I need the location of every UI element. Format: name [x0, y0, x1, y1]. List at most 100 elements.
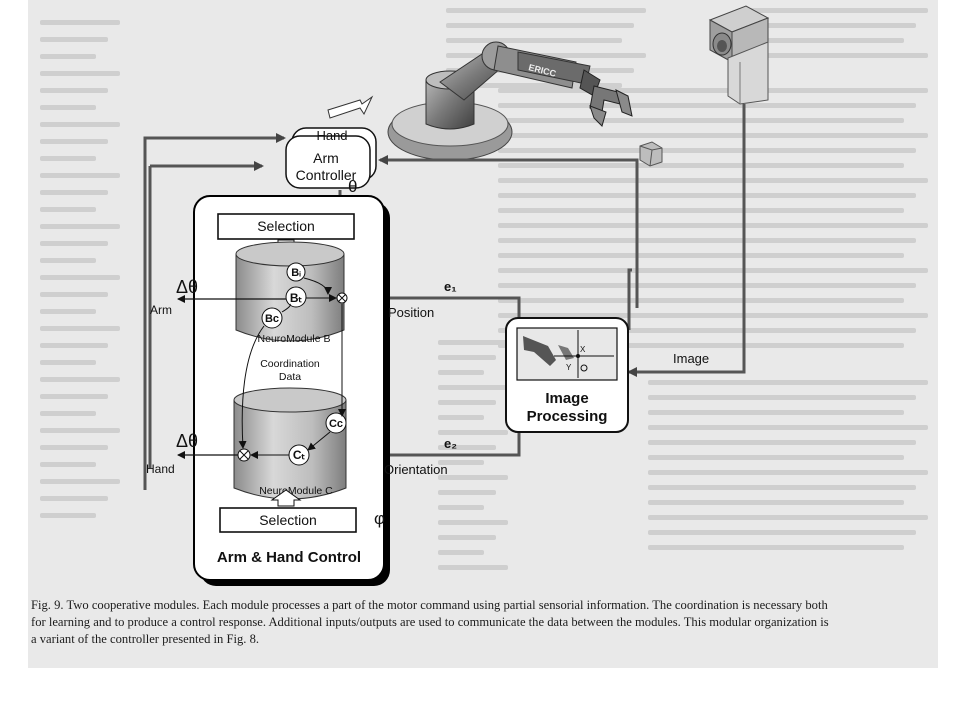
e2-label: e₂	[444, 436, 457, 451]
show-through-line	[498, 163, 904, 168]
neuromodule-b-label: NeuroModule B	[258, 333, 331, 345]
show-through-line	[648, 380, 928, 385]
show-through-line	[40, 71, 120, 76]
show-through-line	[438, 490, 496, 495]
selection-bottom-box: Selection	[219, 489, 357, 533]
show-through-line	[648, 485, 916, 490]
summing-junction-c	[237, 448, 251, 462]
show-through-line	[438, 460, 484, 465]
arm-controller-label-line1: Arm	[313, 150, 339, 166]
show-through-line	[40, 224, 120, 229]
show-through-line	[648, 470, 928, 475]
background-text-texture	[28, 0, 938, 668]
arm-controller-box: Hand Arm Controller	[285, 127, 377, 189]
show-through-line	[648, 530, 916, 535]
show-through-line	[40, 513, 96, 518]
inner-feedback-line	[148, 166, 262, 468]
delta-theta-arm: Δθ	[176, 277, 198, 297]
show-through-line	[498, 133, 928, 138]
summing-junction-b	[336, 292, 348, 304]
camera-image-line	[627, 104, 746, 377]
svg-text:Bc: Bc	[265, 313, 279, 325]
show-through-line	[748, 8, 928, 13]
show-through-line	[446, 83, 622, 88]
svg-text:Cₜ: Cₜ	[293, 448, 306, 462]
show-through-line	[648, 425, 928, 430]
node-b-i: Bᵢ	[286, 262, 306, 282]
show-through-line	[438, 400, 496, 405]
image-to-controller-top-line	[378, 155, 639, 308]
show-through-line	[438, 550, 484, 555]
show-through-line	[498, 283, 916, 288]
show-through-line	[40, 258, 96, 263]
show-through-line	[40, 173, 120, 178]
robot-arm-illustration: ERICC	[387, 41, 663, 167]
coordination-data-line2: Data	[279, 371, 301, 383]
show-through-line	[648, 395, 916, 400]
output-lines	[177, 295, 286, 459]
show-through-line	[40, 326, 120, 331]
show-through-line	[40, 462, 96, 467]
show-through-line	[40, 411, 96, 416]
show-through-line	[498, 103, 916, 108]
show-through-line	[40, 360, 96, 365]
neuromodule-c-label: NeuroModule C	[259, 485, 333, 497]
theta-symbol: θ	[348, 177, 357, 196]
neuromodule-c-cylinder	[233, 387, 347, 500]
node-c-t: Cₜ	[288, 444, 310, 466]
show-through-line	[40, 105, 96, 110]
arm-output-label: Arm	[150, 303, 172, 317]
show-through-line	[446, 8, 646, 13]
show-through-line	[498, 313, 928, 318]
screen-y-label: Y	[566, 363, 572, 372]
orientation-label: Orientation	[384, 462, 448, 477]
image-to-controller-line	[627, 268, 632, 330]
figure-caption: Fig. 9. Two cooperative modules. Each mo…	[28, 597, 938, 648]
svg-text:Bₜ: Bₜ	[290, 291, 303, 305]
show-through-line	[498, 343, 904, 348]
show-through-line	[40, 88, 108, 93]
show-through-line	[40, 190, 108, 195]
show-through-line	[748, 38, 904, 43]
e1-label: e₁	[444, 279, 457, 294]
show-through-line	[748, 53, 928, 58]
image-processing-label-line1: Image	[545, 390, 588, 407]
show-through-line	[438, 565, 508, 570]
show-through-line	[40, 479, 120, 484]
show-through-line	[648, 455, 904, 460]
show-through-line	[40, 20, 120, 25]
show-through-line	[40, 343, 108, 348]
show-through-line	[40, 139, 108, 144]
show-through-line	[40, 156, 96, 161]
show-through-line	[438, 385, 508, 390]
caption-line-2: for learning and to produce a control re…	[31, 615, 829, 629]
controller-to-robot-arrow	[327, 95, 374, 119]
delta-theta-hand: Δθ	[176, 431, 198, 451]
show-through-line	[40, 54, 96, 59]
show-through-line	[438, 520, 508, 525]
node-c-c: Cc	[325, 412, 347, 434]
show-through-line	[40, 309, 96, 314]
show-through-line	[446, 23, 634, 28]
show-through-line	[648, 515, 928, 520]
hand-controller-label: Hand	[316, 128, 347, 143]
show-through-line	[498, 268, 928, 273]
show-through-line	[40, 122, 120, 127]
show-through-line	[748, 23, 916, 28]
show-through-line	[498, 208, 904, 213]
show-through-line	[40, 37, 108, 42]
phi-label: φ	[374, 509, 385, 528]
show-through-line	[498, 178, 928, 183]
show-through-line	[498, 328, 916, 333]
image-input-label: Image	[673, 351, 709, 366]
show-through-line	[438, 535, 496, 540]
show-through-line	[40, 496, 108, 501]
show-through-line	[648, 545, 904, 550]
svg-text:Cc: Cc	[329, 418, 343, 430]
hand-output-label: Hand	[146, 462, 175, 476]
show-through-line	[40, 275, 120, 280]
show-through-line	[40, 445, 108, 450]
node-b-c: Bc	[261, 307, 283, 329]
caption-line-1: Fig. 9. Two cooperative modules. Each mo…	[31, 598, 828, 612]
screen-x-label: X	[580, 345, 586, 354]
